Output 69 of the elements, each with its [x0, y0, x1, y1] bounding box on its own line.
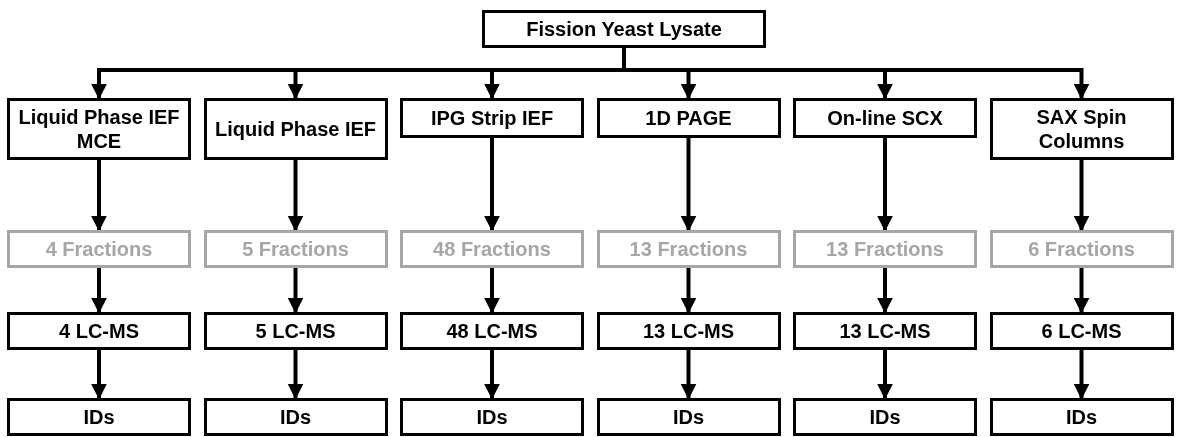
arrow — [287, 268, 304, 314]
arrow — [91, 160, 107, 232]
arrow — [484, 268, 500, 314]
arrow — [877, 138, 893, 232]
process-box — [400, 230, 584, 268]
process-box — [793, 230, 977, 268]
process-box — [7, 98, 191, 160]
process-box — [793, 98, 977, 138]
process-box — [7, 398, 191, 436]
arrow — [877, 350, 893, 400]
box-label: 13 LC-MS — [839, 319, 931, 343]
arrow — [287, 350, 304, 400]
arrow — [91, 268, 107, 314]
arrow — [1073, 160, 1090, 232]
process-box — [400, 98, 584, 138]
process-box — [989, 230, 1174, 268]
box-label: 5 LC-MS — [255, 319, 336, 343]
box-label: IDs — [672, 405, 705, 429]
box-label: IDs — [83, 405, 115, 429]
box-label: IDs — [1065, 405, 1098, 429]
box-label: SAX Spin Columns — [1035, 105, 1128, 153]
process-box — [989, 98, 1174, 160]
process-box — [596, 312, 781, 350]
process-box — [989, 312, 1174, 350]
process-box — [793, 312, 977, 350]
box-label: IDs — [869, 405, 901, 429]
arrow — [484, 350, 500, 400]
box-label: Liquid Phase IEF MCE — [17, 105, 181, 153]
box-label: 6 Fractions — [1028, 237, 1135, 261]
arrow — [1073, 268, 1090, 314]
process-box — [400, 312, 584, 350]
process-box — [7, 312, 191, 350]
arrow — [680, 138, 697, 232]
box-label: 6 LC-MS — [1041, 319, 1122, 343]
process-box — [596, 398, 781, 436]
box-label: IDs — [279, 405, 312, 429]
box-label: On-line SCX — [827, 106, 943, 130]
arrow — [680, 350, 697, 400]
process-box — [596, 230, 781, 268]
process-box — [400, 398, 584, 436]
arrow — [91, 350, 107, 400]
box-label: 13 Fractions — [629, 237, 748, 261]
box-label: 48 LC-MS — [446, 319, 538, 343]
process-box — [203, 230, 388, 268]
box-label: 48 Fractions — [433, 237, 551, 261]
arrow — [680, 268, 697, 314]
process-box — [203, 98, 388, 160]
box-label: 13 Fractions — [826, 237, 944, 261]
process-box — [793, 398, 977, 436]
box-label: 4 LC-MS — [59, 319, 139, 343]
process-box — [482, 10, 766, 48]
box-label: 4 Fractions — [45, 237, 153, 261]
arrow — [287, 160, 304, 232]
process-box — [203, 312, 388, 350]
process-box — [596, 98, 781, 138]
box-label: Liquid Phase IEF — [214, 117, 377, 141]
box-label: 13 LC-MS — [642, 319, 735, 343]
process-box — [7, 230, 191, 268]
box-label: 1D PAGE — [645, 106, 732, 130]
arrow — [622, 48, 1090, 100]
box-label: Fission Yeast Lysate — [526, 17, 722, 41]
arrow — [877, 268, 893, 314]
arrow — [484, 138, 500, 232]
arrow — [1073, 350, 1090, 400]
box-label: IDs — [476, 405, 508, 429]
process-box — [989, 398, 1174, 436]
box-label: IPG Strip IEF — [430, 106, 554, 130]
box-label: 5 Fractions — [242, 237, 349, 261]
process-box — [203, 398, 388, 436]
